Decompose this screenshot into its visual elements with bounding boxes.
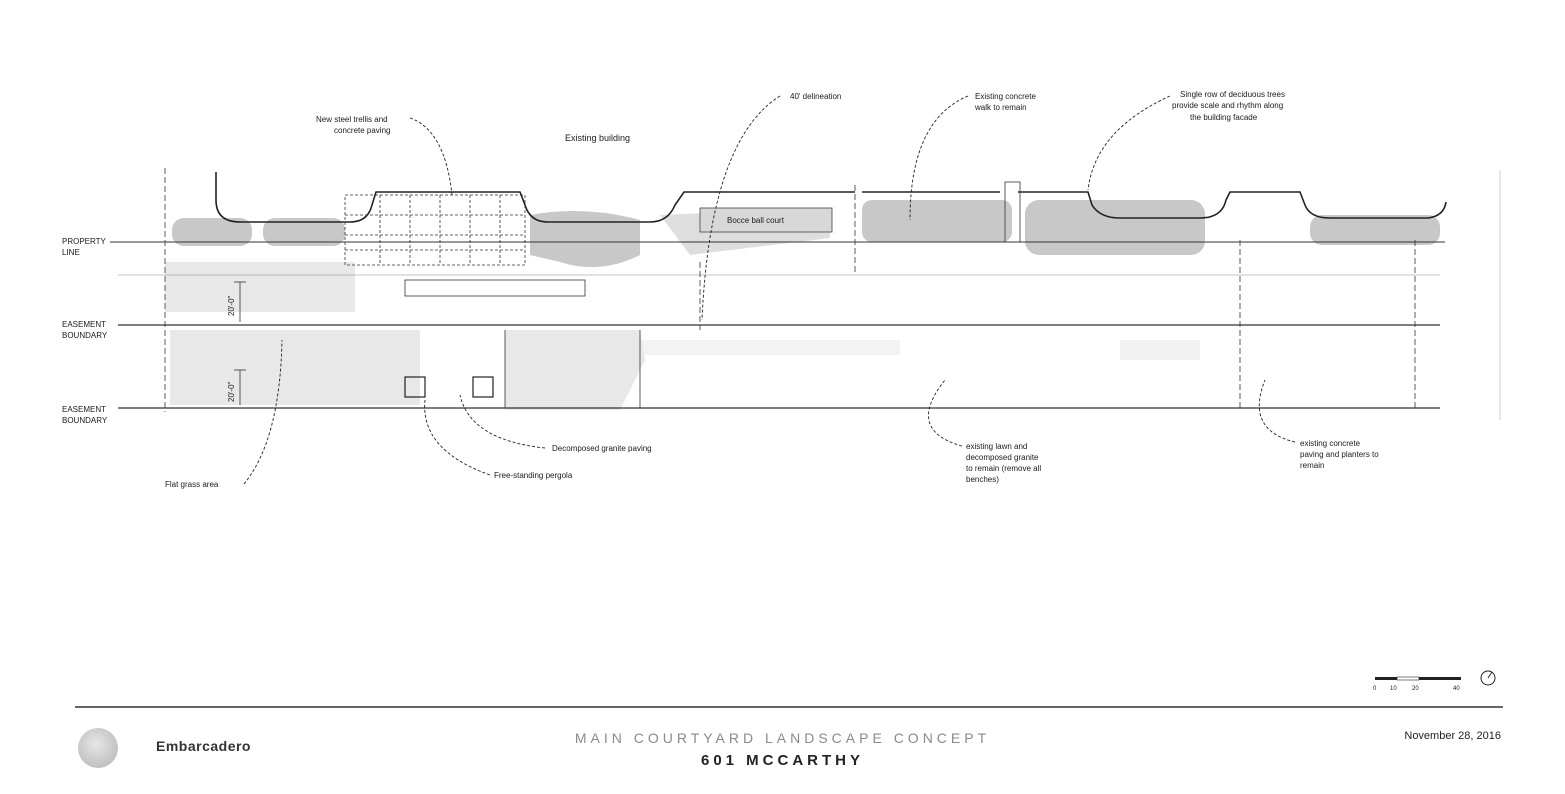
svg-text:40' delineation: 40' delineation <box>790 92 841 101</box>
trellis-grid <box>344 194 526 266</box>
svg-text:decomposed granite: decomposed granite <box>966 453 1039 462</box>
drawing-title: MAIN COURTYARD LANDSCAPE CONCEPT <box>574 730 991 746</box>
drawing-date: November 28, 2016 <box>1404 730 1501 742</box>
svg-text:Bocce ball court: Bocce ball court <box>727 216 785 225</box>
svg-text:walk to remain: walk to remain <box>974 103 1027 112</box>
svg-text:LINE: LINE <box>62 248 80 257</box>
building-edge <box>215 172 1447 223</box>
boundary-lines <box>110 168 1501 420</box>
svg-text:Existing building: Existing building <box>565 133 630 143</box>
svg-text:provide scale and rhythm along: provide scale and rhythm along <box>1172 101 1283 110</box>
svg-text:benches): benches) <box>966 475 999 484</box>
svg-text:PROPERTY: PROPERTY <box>62 237 107 246</box>
svg-text:Decomposed granite paving: Decomposed granite paving <box>552 444 652 453</box>
svg-text:EASEMENT: EASEMENT <box>62 405 106 414</box>
site-plan-drawing: PROPERTY LINE EASEMENT BOUNDARY EASEMENT… <box>62 90 1501 692</box>
north-arrow-icon <box>1480 670 1496 686</box>
footer-divider <box>75 706 1503 708</box>
dimension-marks <box>234 281 246 405</box>
company-logo-icon <box>78 728 118 768</box>
project-address: 601 MCCARTHY <box>700 752 865 769</box>
svg-text:Single row of deciduous trees: Single row of deciduous trees <box>1180 90 1285 99</box>
svg-text:to remain (remove all: to remain (remove all <box>966 464 1041 473</box>
bocce-court <box>699 207 833 233</box>
svg-text:20: 20 <box>1412 686 1419 692</box>
svg-text:New steel trellis and: New steel trellis and <box>316 115 388 124</box>
svg-text:existing lawn and: existing lawn and <box>966 442 1027 451</box>
line-labels: PROPERTY LINE EASEMENT BOUNDARY EASEMENT… <box>62 237 108 425</box>
svg-text:BOUNDARY: BOUNDARY <box>62 331 108 340</box>
svg-text:20'-0": 20'-0" <box>227 295 236 316</box>
pergolas <box>404 376 494 398</box>
scale-bar: 0 10 20 40 <box>1373 676 1461 692</box>
shaded-areas <box>165 262 1200 410</box>
svg-text:remain: remain <box>1300 461 1324 470</box>
svg-text:existing concrete: existing concrete <box>1300 439 1361 448</box>
svg-text:BOUNDARY: BOUNDARY <box>62 416 108 425</box>
svg-text:EASEMENT: EASEMENT <box>62 320 106 329</box>
svg-text:paving and planters to: paving and planters to <box>1300 450 1379 459</box>
svg-text:20'-0": 20'-0" <box>227 381 236 402</box>
svg-text:Existing concrete: Existing concrete <box>975 92 1036 101</box>
svg-text:concrete paving: concrete paving <box>334 126 390 135</box>
svg-text:Flat grass area: Flat grass area <box>165 480 219 489</box>
svg-text:40: 40 <box>1453 686 1460 692</box>
svg-text:Free-standing pergola: Free-standing pergola <box>494 471 573 480</box>
callouts: New steel trellis and concrete paving Ex… <box>165 90 1379 489</box>
svg-text:0: 0 <box>1373 686 1377 692</box>
svg-text:the building facade: the building facade <box>1190 113 1258 122</box>
svg-text:10: 10 <box>1390 686 1397 692</box>
leader-lines <box>243 95 1296 485</box>
brand-name: Embarcadero <box>156 738 251 754</box>
